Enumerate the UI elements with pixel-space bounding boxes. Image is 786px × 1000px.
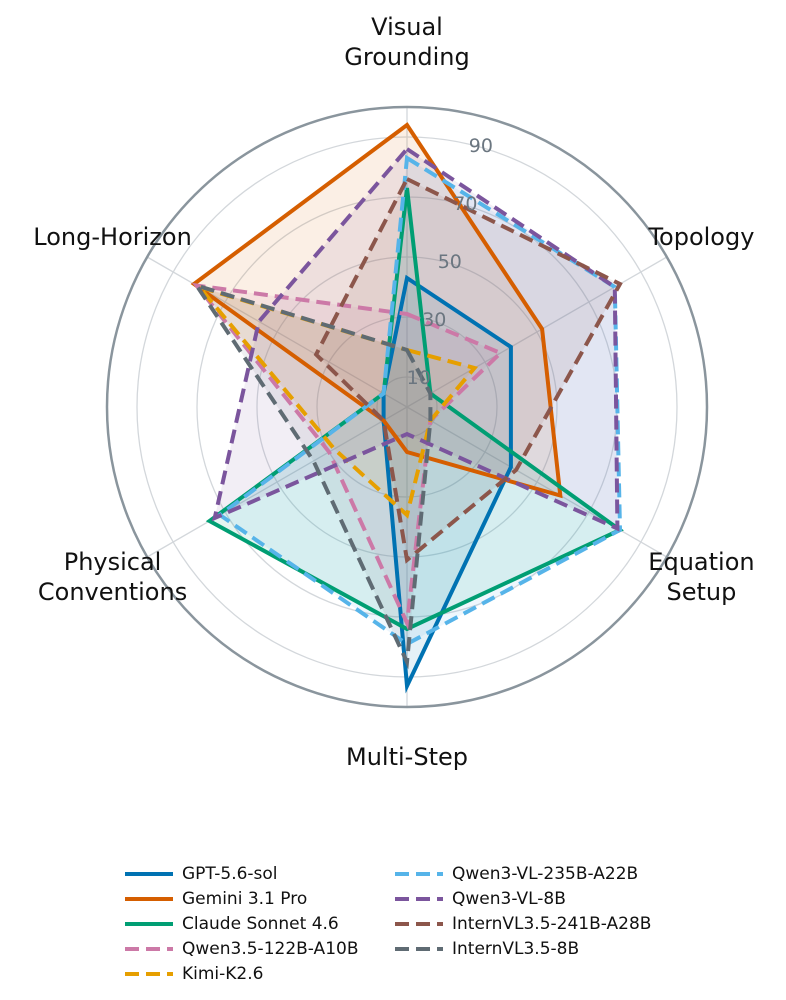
legend-item-claude-sonnet-4-6: Claude Sonnet 4.6	[125, 914, 339, 934]
legend-label: InternVL3.5-8B	[452, 939, 579, 959]
legend-label: Qwen3-VL-8B	[452, 889, 566, 909]
radial-tick-labels: 10 30 50 70 90	[407, 135, 493, 389]
legend-item-qwen3-5-122b-a10b: Qwen3.5-122B-A10B	[125, 939, 358, 959]
axis-label-line: Setup	[667, 578, 737, 606]
series-fill-kimi-k2-6	[199, 287, 475, 515]
legend-label: Gemini 3.1 Pro	[182, 889, 307, 909]
axis-label-line: Topology	[647, 223, 754, 251]
axis-label-long-horizon: Long-Horizon	[33, 223, 192, 251]
axis-label-line: Conventions	[38, 578, 187, 606]
axis-label-line: Multi-Step	[346, 743, 468, 771]
axis-labels: VisualGroundingTopologyEquationSetupMult…	[33, 13, 754, 771]
tick-label-30: 30	[422, 309, 446, 331]
series-fill-internvl3-5-241b-a28b	[316, 179, 620, 560]
tick-label-50: 50	[438, 251, 462, 273]
legend-item-kimi-k2-6: Kimi-K2.6	[125, 964, 263, 984]
legend-label: Qwen3.5-122B-A10B	[182, 939, 358, 959]
tick-label-70: 70	[453, 193, 477, 215]
axis-label-line: Physical	[64, 548, 162, 576]
series-line-internvl3-5-8b	[191, 281, 433, 670]
series-line-qwen3-vl-8b	[211, 146, 620, 532]
series-fill-qwen3-vl-235b-a22b	[219, 158, 620, 644]
legend-item-internvl3-5-241b-a28b: InternVL3.5-241B-A28B	[395, 914, 651, 934]
legend-label: Qwen3-VL-235B-A22B	[452, 864, 638, 884]
series-line-internvl3-5-241b-a28b	[313, 176, 623, 564]
spoke-physical-conventions	[146, 406, 408, 558]
axis-label-topology: Topology	[647, 223, 754, 251]
axis-label-multi-step: Multi-Step	[346, 743, 468, 771]
legend-item-qwen3-vl-235b-a22b: Qwen3-VL-235B-A22B	[395, 864, 638, 884]
spoke-topology	[406, 256, 668, 408]
series-fill-internvl3-5-8b	[196, 285, 431, 662]
axis-label-line: Grounding	[344, 43, 469, 71]
series-fill-claude-sonnet-4-6	[209, 188, 620, 629]
series-line-qwen3-5-122b-a10b	[191, 282, 505, 631]
tick-label-10: 10	[407, 367, 431, 389]
legend-item-internvl3-5-8b: InternVL3.5-8B	[395, 939, 579, 959]
axis-label-line: Equation	[648, 548, 754, 576]
outer-ring	[105, 105, 709, 709]
series-lines	[190, 122, 624, 694]
series-fill-qwen3-5-122b-a10b	[196, 285, 501, 623]
legend-item-gemini-3-1-pro: Gemini 3.1 Pro	[125, 889, 307, 909]
series-line-kimi-k2-6	[193, 283, 479, 519]
legend-item-qwen3-vl-8b: Qwen3-VL-8B	[395, 889, 566, 909]
legend-label: Kimi-K2.6	[182, 964, 263, 984]
legend-item-gpt-5-6-sol: GPT-5.6-sol	[125, 864, 278, 884]
legend-label: Claude Sonnet 4.6	[182, 914, 339, 934]
spoke-equation-setup	[406, 406, 668, 558]
tick-label-90: 90	[469, 135, 493, 157]
legend-label: InternVL3.5-241B-A28B	[452, 914, 651, 934]
legend-label: GPT-5.6-sol	[182, 864, 278, 884]
spoke-long-horizon	[146, 256, 408, 408]
series-line-qwen3-vl-235b-a22b	[216, 154, 623, 647]
axis-label-line: Visual	[371, 13, 443, 41]
series-fills	[194, 125, 620, 686]
axis-label-line: Long-Horizon	[33, 223, 192, 251]
